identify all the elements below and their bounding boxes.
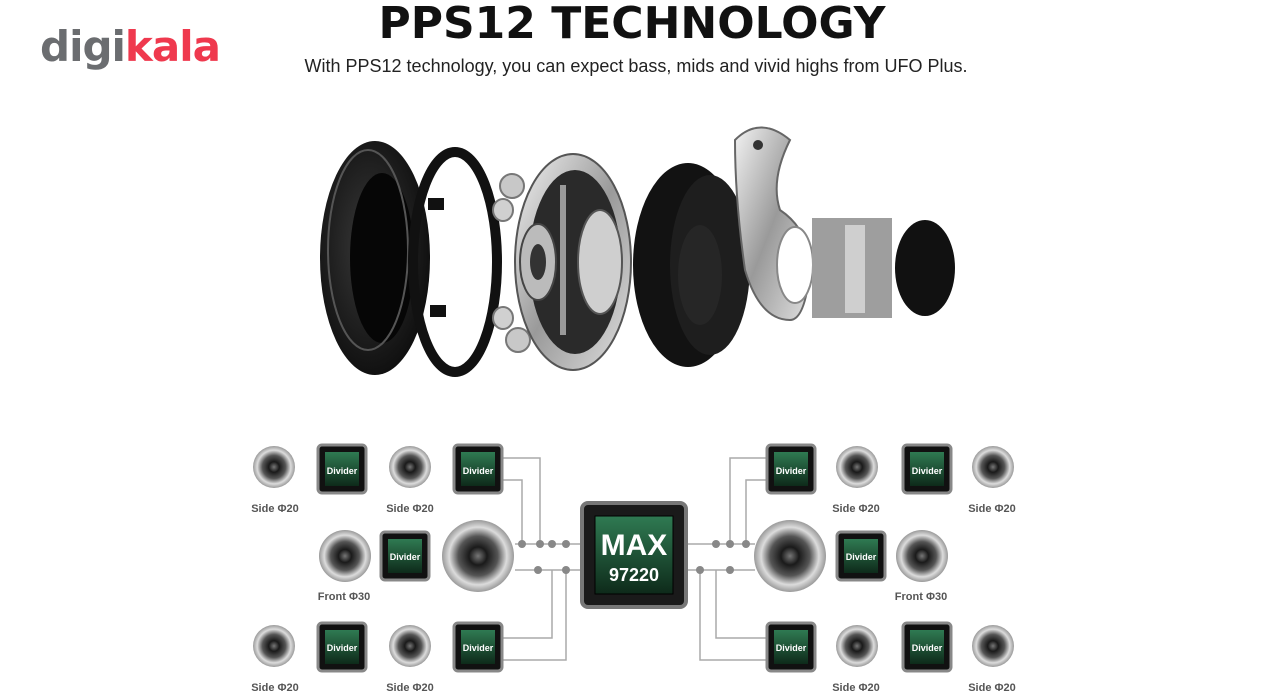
yoke-and-cup (733, 126, 955, 322)
divider-label: Divider (776, 466, 807, 476)
driver-label: Front Φ30 (318, 591, 370, 603)
page-title: PPS12 TECHNOLOGY (378, 0, 886, 49)
divider-chip: Divider (452, 621, 504, 673)
large-driver-left (442, 520, 514, 592)
divider-chip: Divider (835, 530, 887, 582)
side-driver-capsules (492, 173, 531, 353)
mounting-ring (408, 147, 502, 377)
divider-chip: Divider (765, 443, 817, 495)
driver-label: Side Φ20 (968, 503, 1016, 515)
divider-chip: Divider (765, 621, 817, 673)
driver-label: Side Φ20 (251, 682, 299, 694)
divider-label: Divider (846, 552, 877, 562)
divider-label: Divider (463, 643, 494, 653)
driver-side-bottom-right-1 (836, 625, 878, 667)
driver-label: Front Φ30 (895, 591, 947, 603)
driver-front-right (896, 530, 948, 582)
divider-chip: Divider (316, 443, 368, 495)
divider-chip: Divider (901, 621, 953, 673)
max97220-amplifier-chip: MAX 97220 (580, 501, 688, 609)
driver-label: Side Φ20 (968, 682, 1016, 694)
wire-junctions (518, 540, 750, 574)
large-driver-right (754, 520, 826, 592)
driver-side-bottom-right-2 (972, 625, 1014, 667)
divider-label: Divider (912, 643, 943, 653)
driver-label: Side Φ20 (386, 682, 434, 694)
driver-label: Side Φ20 (251, 503, 299, 515)
ear-pad (320, 141, 430, 375)
logo-text-red: kala (124, 22, 221, 71)
driver-label: Side Φ20 (832, 503, 880, 515)
driver-side-top-left-2 (389, 446, 431, 488)
divider-chip: Divider (379, 530, 431, 582)
divider-label: Divider (912, 466, 943, 476)
logo-text-gray: digi (40, 22, 126, 71)
divider-label: Divider (327, 643, 358, 653)
divider-chip: Divider (452, 443, 504, 495)
page-subtitle: With PPS12 technology, you can expect ba… (304, 56, 968, 76)
divider-chip: Divider (316, 621, 368, 673)
driver-side-bottom-left-1 (253, 625, 295, 667)
driver-side-top-left-1 (253, 446, 295, 488)
driver-front-left (319, 530, 371, 582)
driver-side-bottom-left-2 (389, 625, 431, 667)
divider-label: Divider (463, 466, 494, 476)
divider-label: Divider (327, 466, 358, 476)
divider-label: Divider (390, 552, 421, 562)
driver-side-top-right-1 (836, 446, 878, 488)
digikala-logo[interactable]: digikala (40, 26, 221, 68)
driver-side-top-right-2 (972, 446, 1014, 488)
chip-model-line1: MAX (601, 529, 668, 562)
chip-model-line2: 97220 (609, 565, 659, 585)
divider-label: Divider (776, 643, 807, 653)
divider-chip: Divider (901, 443, 953, 495)
driver-label: Side Φ20 (832, 682, 880, 694)
rear-housing (633, 163, 750, 367)
signal-wires (500, 457, 770, 661)
driver-label: Side Φ20 (386, 503, 434, 515)
driver-frame (514, 153, 632, 371)
